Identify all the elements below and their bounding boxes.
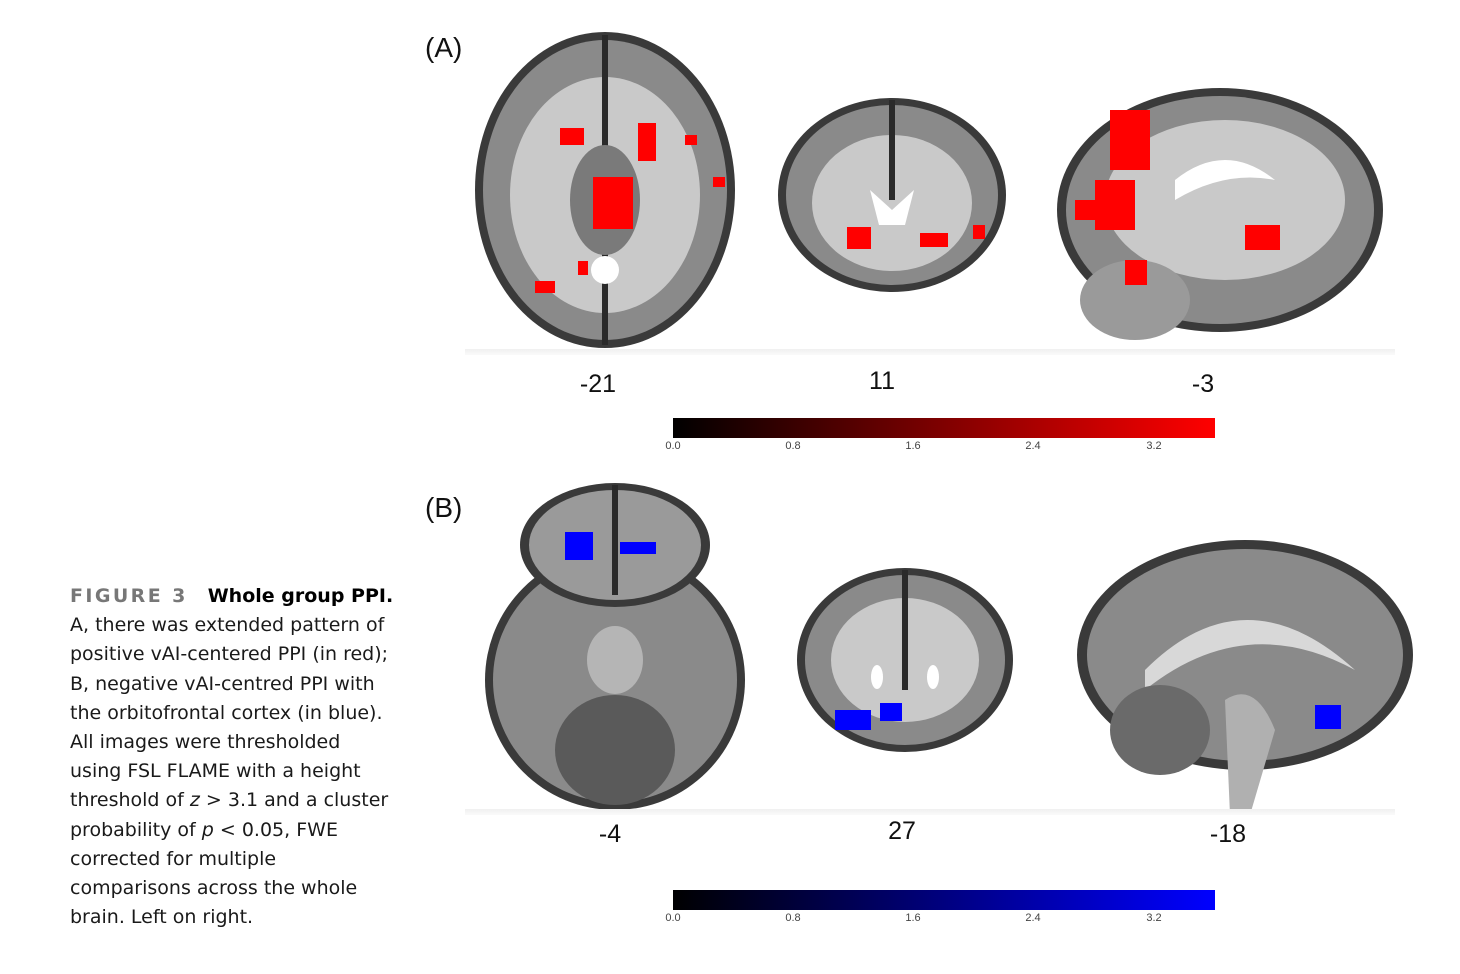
panel-b-label: (B) [425,492,463,523]
sagittal-slice-b [1075,530,1415,815]
activation-clusters [535,123,725,293]
activation-clusters [835,703,902,730]
colorbar-b-tick: 3.2 [1146,912,1162,924]
activation-clusters [1315,705,1341,729]
caption-text: < 0.05, FWE corrected for multiple compa… [70,818,358,929]
caption-z-variable: z [189,789,200,812]
coord-b-sagittal: -18 [1209,820,1247,848]
colorbar-a-tick: 2.4 [1025,440,1041,452]
slice-floor [465,809,1395,815]
caption-p-variable: p [201,818,214,841]
coord-b-axial: -4 [598,820,622,848]
figure-caption: FIGURE 3 Whole group PPI. A, there was ex… [70,582,395,932]
colorbar-b-tick: 2.4 [1025,912,1041,924]
coronal-slice-a [775,95,1010,295]
colorbar-b-tick: 0.0 [665,912,681,924]
panel-a-label: (A) [425,32,463,63]
figure-number: FIGURE 3 [70,585,188,607]
panel-a-slices [465,20,1395,355]
coord-a-sagittal: -3 [1191,370,1215,398]
colorbar-a-tick: 0.0 [665,440,681,452]
coord-a-coronal: 11 [869,367,895,395]
coronal-slice-b [795,565,1015,755]
activation-clusters [847,225,985,249]
colorbar-b-tick: 1.6 [905,912,921,924]
caption-text: A, there was extended pattern of positiv… [70,614,389,812]
sagittal-slice-a [1055,80,1385,350]
colorbar-a-tick: 1.6 [905,440,921,452]
activation-clusters [1075,110,1280,285]
caption-text: > 3.1 and a cluster probability of [70,789,389,841]
coord-b-coronal: 27 [888,817,916,845]
panel-b-slices [465,480,1413,815]
colorbar-b-tick: 0.8 [785,912,801,924]
colorbar-a-tick: 0.8 [785,440,801,452]
activation-clusters [565,532,656,560]
axial-slice-a [470,25,740,350]
colorbar-red [673,418,1215,438]
slice-floor [465,349,1395,355]
colorbar-blue [673,890,1215,910]
colorbar-a-tick: 3.2 [1146,440,1162,452]
figure-title: Whole group PPI. [207,585,394,607]
coord-a-axial: -21 [579,370,617,398]
axial-slice-b [480,480,750,815]
